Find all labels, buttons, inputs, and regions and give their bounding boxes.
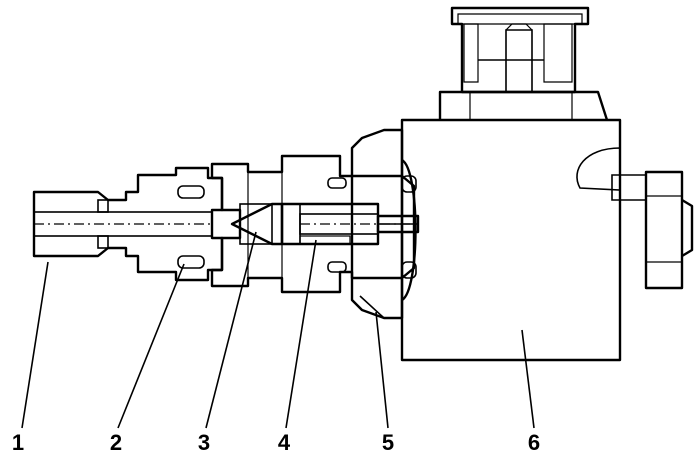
callout-label-1: 1	[12, 430, 24, 455]
leader-lines	[21, 231, 535, 429]
seal-ring	[327, 175, 417, 279]
housing-block	[400, 90, 622, 362]
callout-label-4: 4	[278, 430, 291, 455]
threaded-sleeve	[350, 158, 417, 319]
top-connector	[450, 6, 590, 94]
plunger-rod	[280, 202, 420, 246]
callout-labels: 1 2 3 4 5 6	[12, 430, 540, 455]
leader-line-3	[205, 231, 257, 429]
callout-label-6: 6	[528, 430, 540, 455]
callout-label-5: 5	[382, 430, 394, 455]
needle-cone	[230, 202, 284, 246]
callout-label-2: 2	[110, 430, 122, 455]
leader-line-1	[21, 261, 49, 429]
o-ring-seal	[177, 185, 205, 269]
callout-label-3: 3	[198, 430, 210, 455]
leader-line-2	[117, 263, 185, 429]
leader-line-6	[521, 329, 535, 429]
leader-line-5	[375, 311, 389, 429]
leader-line-4	[285, 239, 317, 429]
inlet-fitting	[32, 166, 224, 282]
side-plug	[611, 170, 694, 290]
